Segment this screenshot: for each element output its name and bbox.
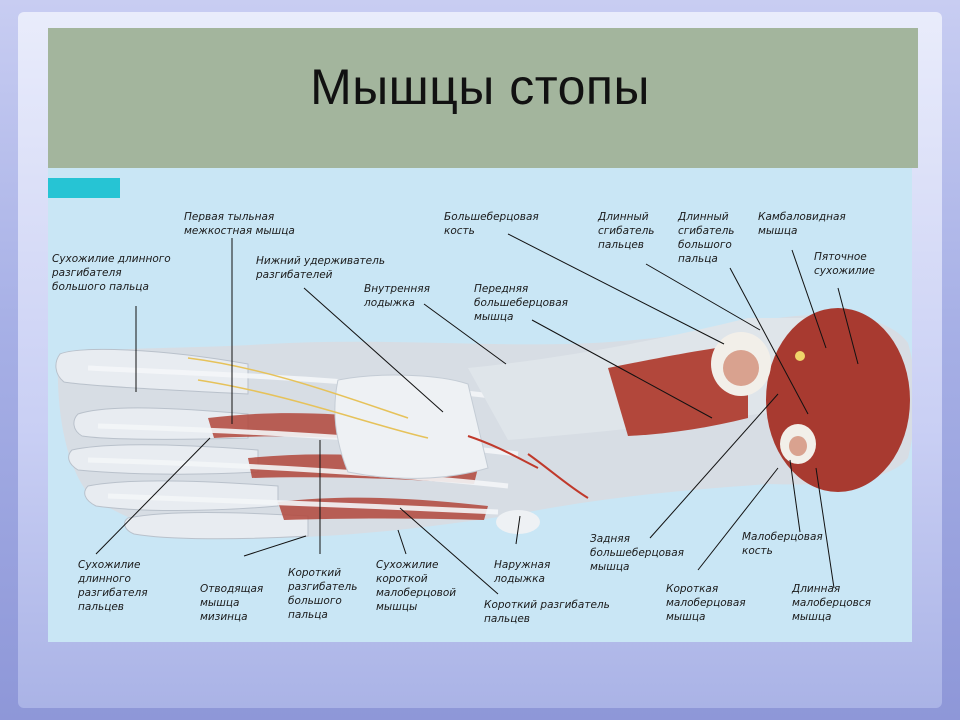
label-peroneus-longus: Длинная малоберцовся мышца — [792, 583, 871, 623]
label-peroneus-brevis-tendon: Сухожилие короткой малоберцовой мышцы — [376, 559, 457, 613]
title-band — [48, 28, 918, 168]
label-ext-digitorum-longus-tendon: Сухожилие длинного разгибателя пальцев — [78, 559, 148, 613]
label-ext-hallucis-longus-tendon: Сухожилие длинного разгибателя большого … — [52, 253, 171, 293]
label-flexor-digitorum-longus: Длинный сгибатель пальцев — [598, 211, 655, 251]
extensor-retinaculum — [334, 374, 489, 479]
nerves — [187, 357, 429, 439]
foot-illustration — [55, 233, 912, 595]
leg-cross-section — [766, 308, 910, 492]
label-medial-malleolus: Внутренняя лодыжка — [364, 283, 430, 309]
label-inferior-extensor-retinaculum: Нижний удерживатель разгибателей — [256, 255, 386, 281]
label-first-dorsal-interosseous: Первая тыльная межкостная мышца — [184, 211, 295, 237]
label-soleus: Камбаловидная мышца — [758, 211, 846, 237]
label-tibialis-posterior: Задняя большеберцовая мышца — [590, 533, 684, 573]
leader-lines — [95, 233, 859, 595]
accent-tab — [48, 178, 120, 198]
label-lateral-malleolus: Наружная лодыжка — [494, 559, 551, 585]
lateral-malleolus — [496, 510, 540, 534]
label-flexor-hallucis-longus: Длинный сгибатель большого пальца — [678, 211, 735, 265]
label-tibia: Большеберцовая кость — [444, 211, 539, 237]
label-fibula: Малоберцовая кость — [742, 531, 823, 557]
label-ext-digitorum-brevis: Короткий разгибатель пальцев — [484, 599, 610, 625]
anatomy-diagram: Сухожилие длинного разгибателя большого … — [48, 168, 912, 642]
label-peroneus-brevis: Короткая малоберцовая мышца — [666, 583, 746, 623]
slide-title: Мышцы стопы — [310, 59, 650, 115]
label-calcaneal-tendon: Пяточное сухожилие — [814, 251, 875, 277]
label-abductor-digiti-minimi: Отводящая мышца мизинца — [200, 583, 264, 623]
label-tibialis-anterior: Передняя большеберцовая мышца — [474, 283, 568, 323]
vessels — [467, 435, 589, 499]
label-ext-hallucis-brevis: Короткий разгибатель большого пальца — [288, 567, 358, 621]
